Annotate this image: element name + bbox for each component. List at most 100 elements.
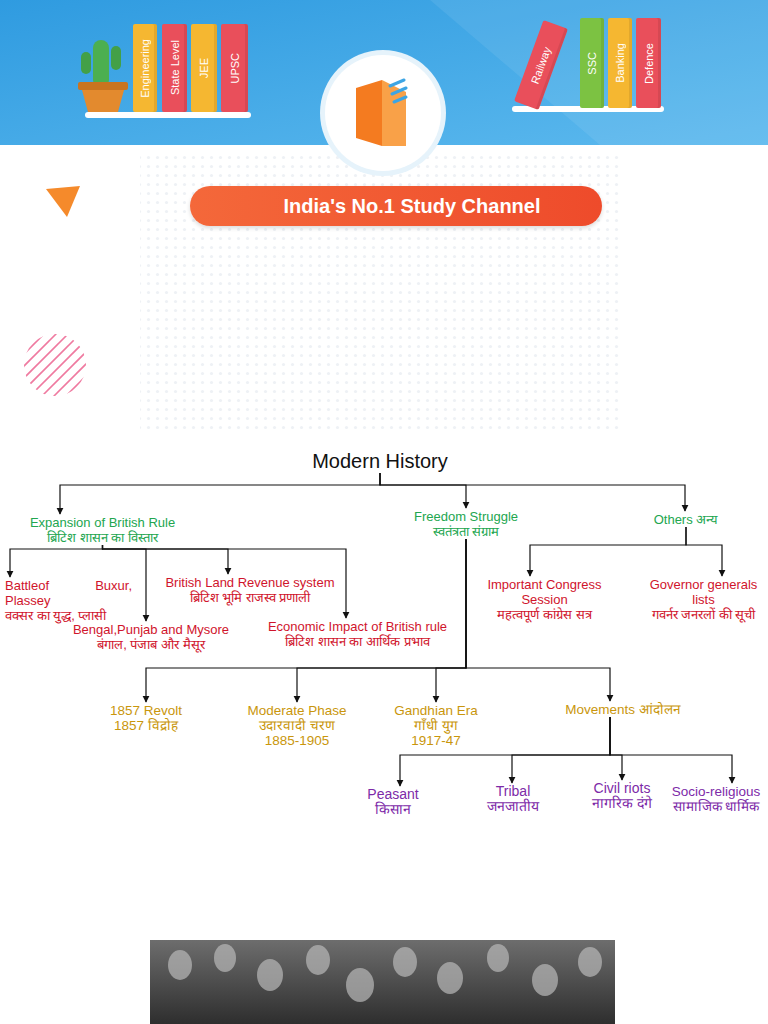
node-label: महत्वपूर्ण कांग्रेस सत्र (472, 607, 617, 622)
book-title: UPSC (229, 53, 241, 84)
connector-arrow (686, 527, 722, 576)
photo (150, 940, 615, 1024)
connector-arrow (103, 545, 229, 574)
node-label: Modern History (280, 449, 480, 473)
topic-node: Freedom Struggleस्वतंत्रता संग्राम (396, 509, 536, 539)
topic-node: Battleof Buxur, Plasseyवक्सर का युद्ध, प… (5, 578, 145, 623)
node-label: गवर्नर जनरलों की सूची (641, 607, 766, 622)
topic-node: Economic Impact of British ruleब्रिटिश श… (250, 619, 465, 649)
topic-node: Important Congress Sessionमहत्वपूर्ण कां… (472, 577, 617, 622)
node-label: उदारवादी चरण (227, 718, 367, 733)
node-label: Moderate Phase (227, 703, 367, 718)
connector-arrow (60, 473, 380, 514)
banner-pill: India's No.1 Study Channel (190, 186, 602, 226)
node-label: सामाजिक धार्मिक (666, 799, 766, 814)
node-label: Freedom Struggle (396, 509, 536, 524)
pot (82, 90, 124, 112)
book-title: Defence (643, 43, 655, 84)
cactus-arm (111, 46, 121, 70)
node-label: 1885-1905 (227, 733, 367, 748)
topic-node: Tribalजनजातीय (473, 784, 553, 814)
node-label: Tribal (473, 784, 553, 799)
node-label: Socio-religious (666, 784, 766, 799)
node-label: Civil riots (567, 781, 677, 796)
book-spine: SSC (580, 18, 604, 108)
root-topic: Modern History (280, 449, 480, 473)
book-title: SSC (586, 52, 598, 75)
node-label: Peasant (353, 787, 433, 802)
topic-node: Moderate Phaseउदारवादी चरण1885-1905 (227, 703, 367, 748)
book-spine: UPSC (221, 24, 248, 112)
cactus (93, 40, 109, 88)
node-label: Expansion of British Rule (10, 515, 195, 530)
connector-arrow (10, 545, 103, 577)
book-spine: JEE (191, 24, 217, 112)
logo-line (392, 88, 406, 94)
node-label: नागरिक दंगे (567, 796, 677, 811)
node-label: Gandhian Era (376, 703, 496, 718)
banner-sheen (430, 0, 768, 145)
topic-node: Peasantकिसान (353, 787, 433, 817)
node-label: ब्रिटिश शासन का विस्तार (10, 530, 195, 545)
logo-book (382, 80, 406, 146)
logo-circle (325, 55, 441, 171)
topic-node: Movements आंदोलन (553, 702, 693, 717)
connector-arrow (610, 717, 622, 780)
book-spine: Defence (636, 18, 661, 108)
topic-node: Governor generals listsगवर्नर जनरलों की … (641, 577, 766, 622)
connector-arrow (146, 539, 466, 702)
node-label: 1917-47 (376, 733, 496, 748)
node-label: Governor generals lists (641, 577, 766, 607)
photo-crowd (168, 944, 602, 1002)
connector-arrow (380, 473, 466, 508)
connector-arrow (380, 473, 685, 511)
node-label: Battleof Buxur, Plassey (5, 578, 132, 608)
node-label: स्वतंत्रता संग्राम (396, 524, 536, 539)
book-spine: Engineering (133, 24, 157, 112)
logo-ring (320, 50, 446, 176)
topic-node: Bengal,Punjab and Mysoreबंगाल, पंजाब और … (61, 622, 241, 652)
book-title: State Level (169, 40, 181, 95)
node-label: जनजातीय (473, 799, 553, 814)
node-label: किसान (353, 802, 433, 817)
book-title: Railway (529, 45, 553, 85)
node-label: British Land Revenue system (150, 575, 350, 590)
topic-node: Expansion of British Ruleब्रिटिश शासन का… (10, 515, 195, 545)
connector-arrow (512, 717, 610, 783)
connector-arrow (530, 527, 686, 576)
shelf (85, 112, 251, 118)
node-label: ब्रिटिश भूमि राजस्व प्रणाली (150, 590, 350, 605)
node-label: वक्सर का युद्ध, प्लासी (5, 608, 145, 623)
book-title: Banking (614, 43, 626, 83)
logo-line (390, 80, 404, 86)
topic-node: Gandhian Eraगाँधी युग1917-47 (376, 703, 496, 748)
node-label: Important Congress Session (472, 577, 617, 607)
striped-circle (0, 302, 106, 416)
node-label: Others अन्य (635, 512, 737, 527)
topic-node: Socio-religiousसामाजिक धार्मिक (666, 784, 766, 814)
connector-arrow (610, 717, 732, 783)
pot-rim (78, 82, 128, 90)
node-label: 1857 विद्रोह (91, 718, 201, 733)
book-title: JEE (198, 58, 210, 78)
book-title: Engineering (139, 39, 151, 98)
topic-node: 1857 Revolt1857 विद्रोह (91, 703, 201, 733)
cactus-arm (81, 52, 91, 74)
node-label: ब्रिटिश शासन का आर्थिक प्रभाव (250, 634, 465, 649)
book-spine: Banking (608, 18, 632, 108)
node-label: गाँधी युग (376, 718, 496, 733)
node-label: Economic Impact of British rule (250, 619, 465, 634)
world-map-dots (140, 150, 620, 430)
node-label: Movements आंदोलन (553, 702, 693, 717)
channel-slogan: India's No.1 Study Channel (251, 195, 540, 218)
logo-line (394, 97, 406, 102)
topic-node: Civil riotsनागरिक दंगे (567, 781, 677, 811)
book-spine: State Level (162, 24, 187, 112)
logo-book (356, 80, 382, 146)
triangle-ornament (46, 186, 80, 217)
node-label: बंगाल, पंजाब और मैसूर (61, 637, 241, 652)
node-label: 1857 Revolt (91, 703, 201, 718)
